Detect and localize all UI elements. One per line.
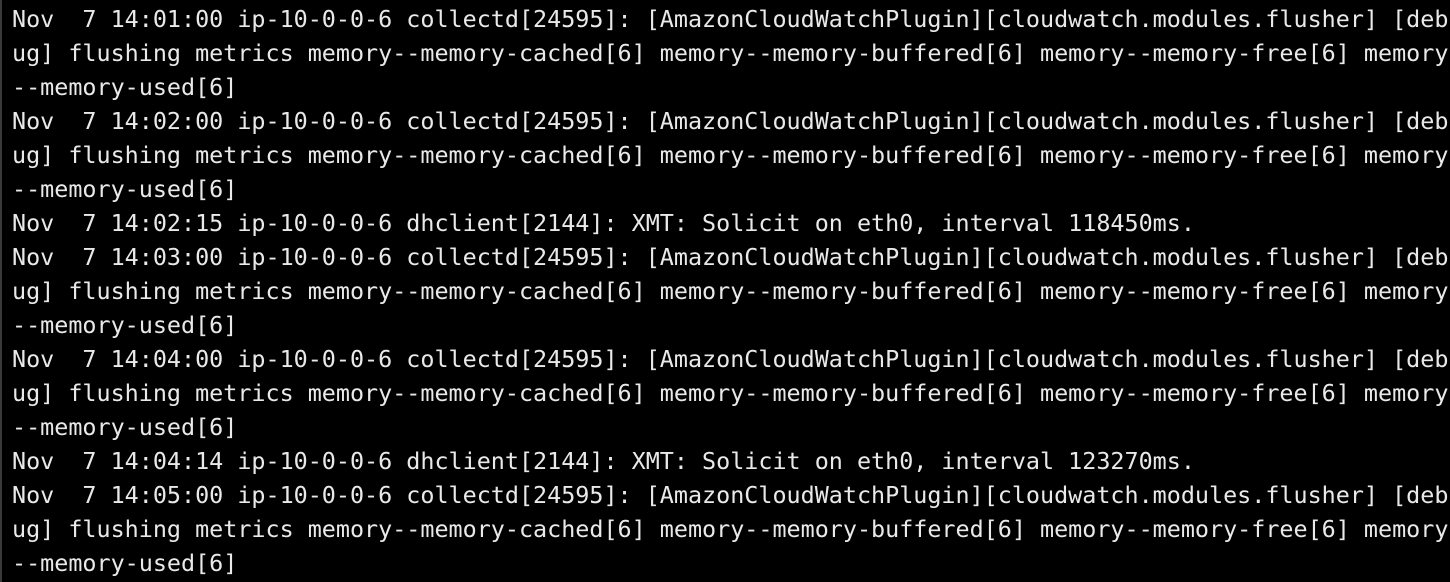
terminal-line: Nov 7 14:04:00 ip-10-0-0-6 collectd[2459…	[12, 345, 1449, 373]
terminal-line: Nov 7 14:03:00 ip-10-0-0-6 collectd[2459…	[12, 243, 1449, 271]
terminal-line: Nov 7 14:05:00 ip-10-0-0-6 collectd[2459…	[12, 481, 1449, 509]
terminal-line: ug] flushing metrics memory--memory-cach…	[12, 141, 1449, 169]
terminal-line: ug] flushing metrics memory--memory-cach…	[12, 379, 1449, 407]
terminal-line: Nov 7 14:04:14 ip-10-0-0-6 dhclient[2144…	[12, 447, 1195, 475]
terminal-line: --memory-used[6]	[12, 73, 238, 101]
terminal-line: --memory-used[6]	[12, 175, 238, 203]
terminal-line: Nov 7 14:01:00 ip-10-0-0-6 collectd[2459…	[12, 5, 1449, 33]
terminal-line: --memory-used[6]	[12, 413, 238, 441]
terminal-line: ug] flushing metrics memory--memory-cach…	[12, 515, 1449, 543]
terminal-left-border	[0, 0, 2, 582]
terminal-line: --memory-used[6]	[12, 549, 238, 577]
terminal-line: --memory-used[6]	[12, 311, 238, 339]
terminal-line: Nov 7 14:02:00 ip-10-0-0-6 collectd[2459…	[12, 107, 1449, 135]
terminal-line: ug] flushing metrics memory--memory-cach…	[12, 39, 1449, 67]
terminal-line: ug] flushing metrics memory--memory-cach…	[12, 277, 1449, 305]
terminal-line: Nov 7 14:02:15 ip-10-0-0-6 dhclient[2144…	[12, 209, 1195, 237]
